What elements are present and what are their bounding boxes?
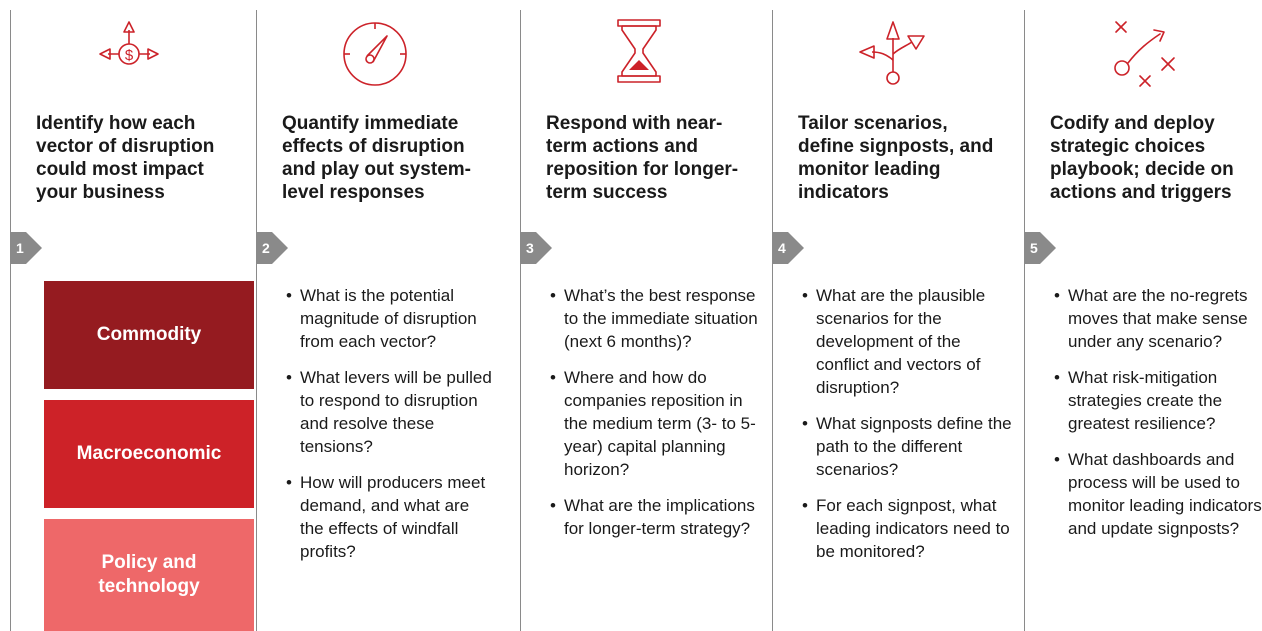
column-divider — [256, 10, 257, 631]
list-item: What levers will be pulled to respond to… — [286, 366, 496, 458]
list-item: What’s the best response to the immediat… — [550, 284, 760, 353]
step-number-badge: 4 — [772, 232, 804, 264]
step-title: Tailor scenarios, define signposts, and … — [798, 113, 994, 203]
question-list: What are the no-regrets moves that make … — [1054, 284, 1262, 553]
dollar-arrows-icon: $ — [84, 8, 174, 88]
question-list: What are the plausible scenarios for the… — [802, 284, 1012, 576]
vector-macroeconomic: Macroeconomic — [44, 400, 254, 508]
hourglass-icon — [594, 8, 684, 88]
question-list: What is the potential magnitude of disru… — [286, 284, 496, 576]
step-column-3: Respond with near-term actions and repos… — [520, 0, 758, 631]
step-title: Respond with near-term actions and repos… — [546, 113, 739, 203]
vector-policy-technology: Policy and technology — [44, 519, 254, 631]
step-column-2: Quantify immediate effects of disruption… — [256, 0, 492, 631]
list-item: For each signpost, what leading indicato… — [802, 494, 1012, 563]
gauge-icon — [330, 8, 420, 88]
column-divider — [1024, 10, 1025, 631]
branching-arrows-icon — [846, 8, 936, 88]
step-number-badge: 2 — [256, 232, 288, 264]
step-title: Quantify immediate effects of disruption… — [282, 113, 471, 203]
step-column-5: Codify and deploy strategic choices play… — [1024, 0, 1262, 631]
list-item: What are the no-regrets moves that make … — [1054, 284, 1262, 353]
list-item: What signposts define the path to the di… — [802, 412, 1012, 481]
vector-commodity: Commodity — [44, 281, 254, 389]
column-divider — [10, 10, 11, 631]
step-title: Identify how each vector of disruption c… — [36, 113, 215, 203]
step-number-badge: 3 — [520, 232, 552, 264]
step-title: Codify and deploy strategic choices play… — [1050, 113, 1234, 203]
step-column-1: $ Identify how each vector of disruption… — [10, 0, 254, 631]
column-divider — [772, 10, 773, 631]
question-list: What’s the best response to the immediat… — [550, 284, 760, 553]
list-item: Where and how do companies reposition in… — [550, 366, 760, 481]
step-column-4: Tailor scenarios, define signposts, and … — [772, 0, 1012, 631]
list-item: What is the potential magnitude of disru… — [286, 284, 496, 353]
step-number-badge: 5 — [1024, 232, 1056, 264]
step-number-badge: 1 — [10, 232, 42, 264]
list-item: What dashboards and process will be used… — [1054, 448, 1262, 540]
list-item: How will producers meet demand, and what… — [286, 471, 496, 563]
svg-text:$: $ — [125, 47, 134, 64]
list-item: What risk-mitigation strategies create t… — [1054, 366, 1262, 435]
column-divider — [520, 10, 521, 631]
playbook-icon — [1098, 8, 1188, 88]
list-item: What are the plausible scenarios for the… — [802, 284, 1012, 399]
list-item: What are the implications for longer-ter… — [550, 494, 760, 540]
